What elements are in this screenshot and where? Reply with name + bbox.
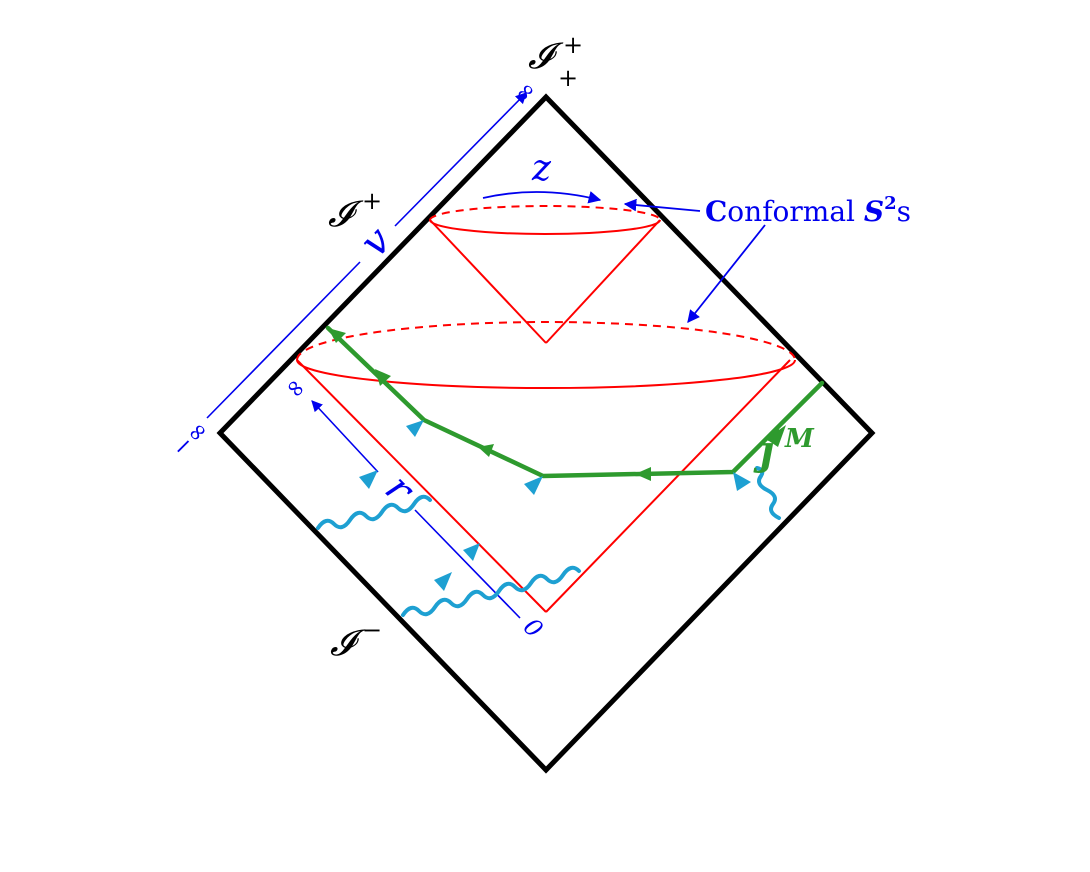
photon-right [755, 466, 781, 520]
label-scri-minus: 𝓘 [330, 623, 366, 664]
conformal-S: S [864, 195, 884, 228]
matter-current-lines [325, 325, 825, 479]
label-conformal-s2: Conformal S2s [705, 193, 911, 228]
label-j-sup: M [784, 424, 815, 454]
scri-plus-plus-sup: + [563, 31, 583, 59]
label-v: v [352, 217, 401, 266]
r-axis [311, 400, 521, 619]
conformal-arrow-large [687, 224, 766, 323]
conformal-S-exp: 2 [884, 193, 897, 214]
small-cone-front-ellipse [429, 219, 661, 235]
conformal-rest: onformal [727, 195, 864, 228]
v-axis [206, 92, 527, 419]
label-zero-r: 0 [518, 613, 549, 644]
label-r: r [376, 466, 424, 514]
matter-current-arrowheads [328, 328, 786, 481]
label-minus-infinity-v: −∞ [166, 415, 214, 463]
conformal-s: s [897, 195, 911, 228]
large-cone-front-ellipse [296, 359, 796, 389]
scri-plus-sup: + [362, 187, 382, 215]
large-light-cone [296, 321, 796, 613]
photon-arrowheads [359, 420, 751, 591]
small-cone-back-ellipse [429, 205, 661, 221]
z-arrow [482, 191, 602, 204]
label-z: z [531, 148, 552, 189]
conformal-C: C [705, 195, 727, 228]
scri-plus-plus-sub: + [558, 64, 578, 92]
photon-left [316, 494, 432, 530]
conformal-arrow-small [623, 198, 701, 212]
large-cone-back-ellipse [296, 321, 796, 361]
scri-minus-sup: − [362, 616, 382, 644]
photon-lines [316, 466, 781, 617]
penrose-diamond-frame [216, 93, 876, 774]
small-light-cone [429, 205, 661, 344]
photon-middle [401, 565, 581, 617]
label-infinity-r: ∞ [279, 371, 313, 405]
